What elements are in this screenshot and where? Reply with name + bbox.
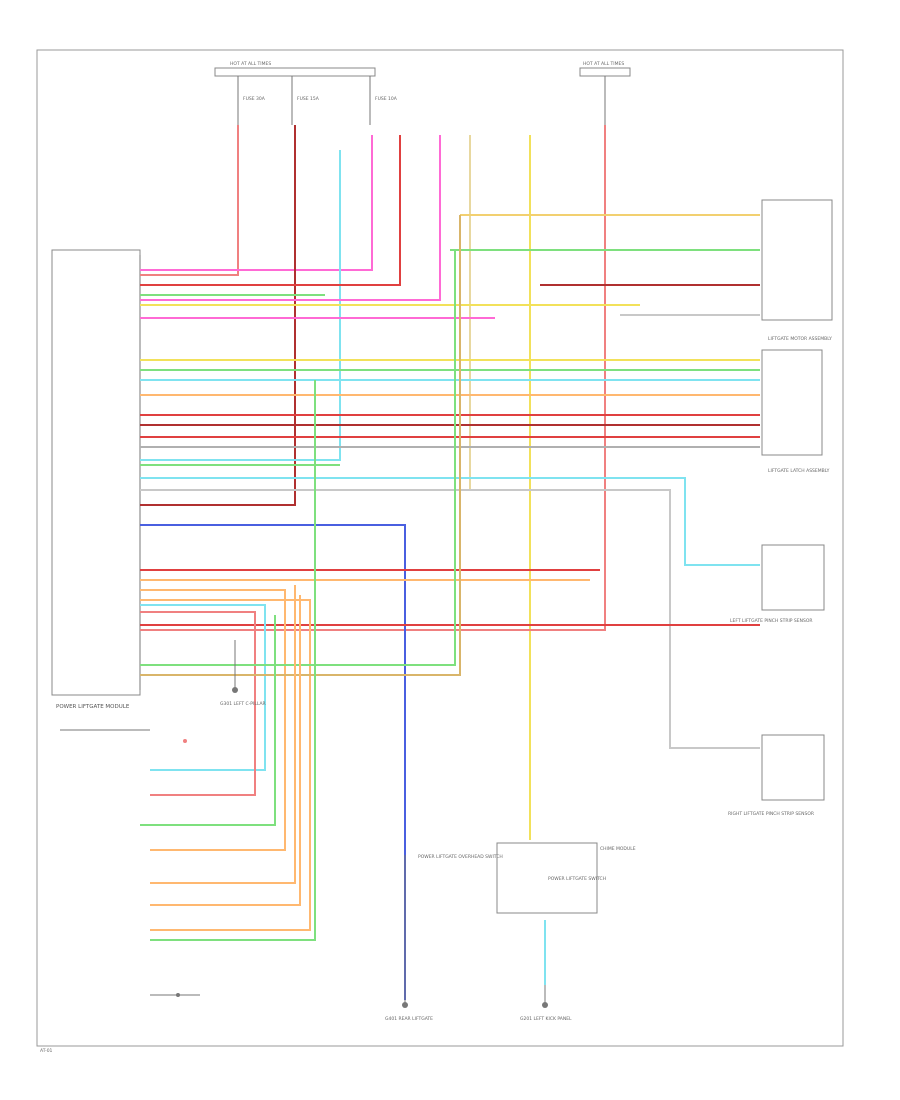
wire-grn-5: [140, 250, 456, 666]
left-pinch-sensor: LEFT LIFTGATE PINCH STRIP SENSOR: [730, 544, 825, 624]
wire-group: [140, 125, 760, 1000]
wire-red-1: [140, 135, 401, 286]
wire-pnk-1: [140, 135, 373, 271]
diagram-frame: [36, 49, 844, 1047]
wire-pnk-2: [140, 135, 441, 301]
ground-rear-label: G401 REAR LIFTGATE: [385, 1016, 433, 1022]
wire-pnk-4: [140, 611, 256, 796]
wire-ltblu-3: [140, 477, 760, 566]
hot-label-1: HOT AT ALL TIMES: [230, 61, 271, 67]
wire-grn-7: [150, 380, 316, 941]
latch-label: LIFTGATE LATCH ASSEMBLY: [768, 468, 830, 474]
right-pinch-sensor: RIGHT LIFTGATE PINCH STRIP SENSOR: [728, 734, 825, 817]
wire-org-7: [150, 585, 296, 884]
wire-dkred-1: [140, 125, 296, 506]
overhead-switch-label: POWER LIFTGATE OVERHEAD SWITCH: [418, 854, 503, 860]
footer-code: AT-01: [40, 1048, 53, 1054]
wire-org-8: [150, 595, 301, 906]
wire-ltblu-4: [140, 604, 266, 771]
wire-org-6: [140, 599, 311, 931]
fuse-label-1: FUSE 30A: [243, 96, 266, 102]
ground-kick-label: G201 LEFT KICK PANEL: [520, 1016, 572, 1022]
chime-label: CHIME MODULE: [600, 846, 636, 852]
cargo-switch: POWER LIFTGATE SWITCH CHIME MODULE: [496, 842, 636, 914]
wire-dkblu-1: [140, 524, 406, 1000]
overhead-switch: POWER LIFTGATE OVERHEAD SWITCH: [404, 854, 503, 905]
lower-switch-assembly: [60, 729, 200, 997]
liftgate-module: POWER LIFTGATE MODULE: [51, 249, 141, 710]
hot-label-2: HOT AT ALL TIMES: [583, 61, 624, 67]
ground-rear: G401 REAR LIFTGATE: [385, 905, 433, 1022]
wire-ltblu-1: [140, 150, 341, 461]
ground-c-pillar-label: G301 LEFT C-PILLAR: [220, 701, 266, 707]
module-label: POWER LIFTGATE MODULE: [56, 704, 130, 710]
wire-org-5: [140, 589, 286, 851]
wire-ltgrn-6: [140, 615, 276, 826]
fuse-panel-right: HOT AT ALL TIMES: [579, 61, 631, 125]
liftgate-latch-assembly: LIFTGATE LATCH ASSEMBLY: [761, 349, 830, 474]
cargo-switch-label: POWER LIFTGATE SWITCH: [548, 876, 606, 882]
left-pinch-label: LEFT LIFTGATE PINCH STRIP SENSOR: [730, 618, 813, 624]
wire-gry-3: [140, 489, 760, 749]
wire-brn-1: [140, 215, 461, 676]
ground-c-pillar: G301 LEFT C-PILLAR: [220, 640, 266, 707]
fuse-panel-left: HOT AT ALL TIMES FUSE 30A FUSE 15A FUSE …: [214, 61, 398, 125]
wire-red-blk-1: [140, 125, 239, 276]
motor-label: LIFTGATE MOTOR ASSEMBLY: [768, 336, 832, 342]
right-pinch-label: RIGHT LIFTGATE PINCH STRIP SENSOR: [728, 811, 814, 817]
liftgate-motor-assembly: LIFTGATE MOTOR ASSEMBLY: [761, 199, 833, 342]
fuse-label-2: FUSE 15A: [297, 96, 320, 102]
ground-kick: G201 LEFT KICK PANEL: [520, 985, 572, 1022]
fuse-label-3: FUSE 10A: [375, 96, 398, 102]
